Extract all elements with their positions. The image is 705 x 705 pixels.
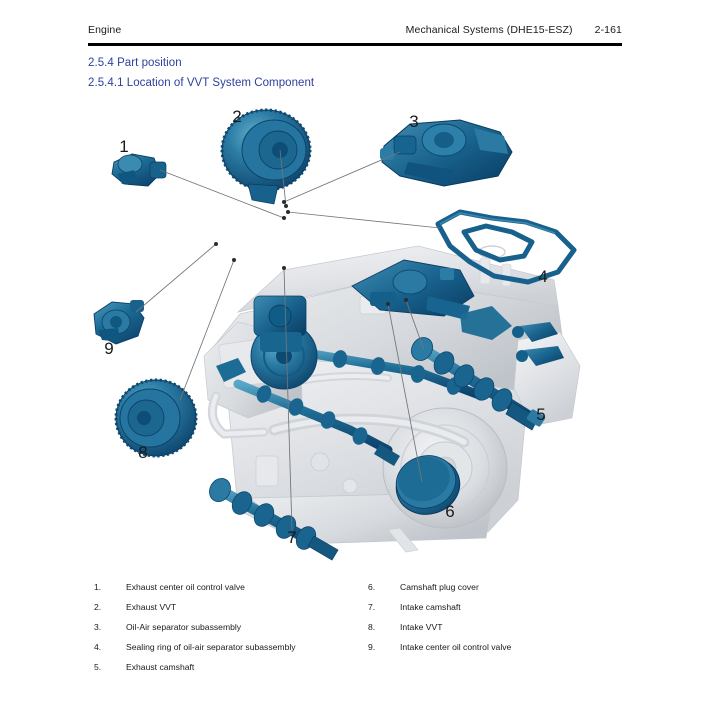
callout-label-7: 7 [287,528,296,547]
legend-text: Sealing ring of oil-air separator subass… [126,642,296,652]
subsection-heading: 2.5.4.1 Location of VVT System Component [88,77,315,89]
legend-text: Exhaust VVT [126,602,177,612]
legend-column-left: 1. Exhaust center oil control valve 2. E… [94,580,356,680]
legend-number: 1. [94,582,102,592]
list-item: 9. Intake center oil control valve [368,640,630,660]
legend-number: 8. [368,622,376,632]
list-item: 6. Camshaft plug cover [368,580,630,600]
legend-text: Oil-Air separator subassembly [126,622,242,632]
callout-label-5: 5 [536,405,545,424]
callout-label-3: 3 [409,112,418,131]
figure-legend: 1. Exhaust center oil control valve 2. E… [88,580,622,675]
part-exhaust-camshaft [411,337,546,431]
list-item: 7. Intake camshaft [368,600,630,620]
legend-number: 7. [368,602,376,612]
legend-text: Intake camshaft [400,602,461,612]
legend-text: Exhaust center oil control valve [126,582,245,592]
header-right-text: Mechanical Systems (DHE15-ESZ) 2-161 [406,24,622,36]
leader-lines [135,149,441,531]
sealing-ring-highlight [439,212,556,234]
legend-number: 3. [94,622,102,632]
part-exhaust-vvt [220,108,312,205]
callout-label-4: 4 [538,267,547,286]
callout-label-1: 1 [119,137,128,156]
legend-column-right: 6. Camshaft plug cover 7. Intake camshaf… [368,580,630,660]
oil-air-separator-in-situ [351,259,475,320]
part-exhaust-center-oil-control-valve [111,153,167,187]
header-left-text: Engine [88,24,122,36]
legend-number: 4. [94,642,102,652]
part-intake-vvt [114,378,198,458]
intake-camshaft-in-situ [233,379,400,466]
oil-control-valve-fittings-in-situ [512,322,564,366]
list-item: 3. Oil-Air separator subassembly [94,620,356,640]
header-rule [88,43,622,46]
legend-number: 5. [94,662,102,672]
list-item: 1. Exhaust center oil control valve [94,580,356,600]
vvt-component-diagram: 1 2 3 4 5 6 7 8 9 [88,100,622,570]
legend-number: 9. [368,642,376,652]
page-number: 2-161 [594,24,622,36]
legend-text: Camshaft plug cover [400,582,479,592]
part-intake-camshaft [209,478,339,561]
legend-text: Intake VVT [400,622,443,632]
legend-number: 2. [94,602,102,612]
list-item: 4. Sealing ring of oil-air separator sub… [94,640,356,660]
list-item: 5. Exhaust camshaft [94,660,356,680]
callout-label-6: 6 [445,502,454,521]
header-system-name: Mechanical Systems (DHE15-ESZ) [405,24,573,36]
callout-labels: 1 2 3 4 5 6 7 8 9 [104,107,547,547]
highlighted-parts-in-engine [216,259,564,466]
callout-label-2: 2 [232,107,241,126]
part-intake-center-oil-control-valve [93,300,145,345]
legend-text: Exhaust camshaft [126,662,195,672]
legend-number: 6. [368,582,376,592]
vvt-phaser-in-situ [250,295,318,390]
leader-line-endpoints [214,200,408,306]
list-item: 2. Exhaust VVT [94,600,356,620]
part-sealing-ring-of-oil-air-separator [435,209,577,285]
part-camshaft-plug-cover [395,455,461,515]
legend-text: Intake center oil control valve [400,642,512,652]
sealing-ring-seat-in-situ [460,306,512,340]
list-item: 8. Intake VVT [368,620,630,640]
callout-label-8: 8 [138,443,147,462]
section-heading: 2.5.4 Part position [88,57,182,69]
callout-label-9: 9 [104,339,113,358]
page-header: Engine Mechanical Systems (DHE15-ESZ) 2-1… [88,24,622,42]
part-oil-air-separator-subassembly [380,119,513,187]
